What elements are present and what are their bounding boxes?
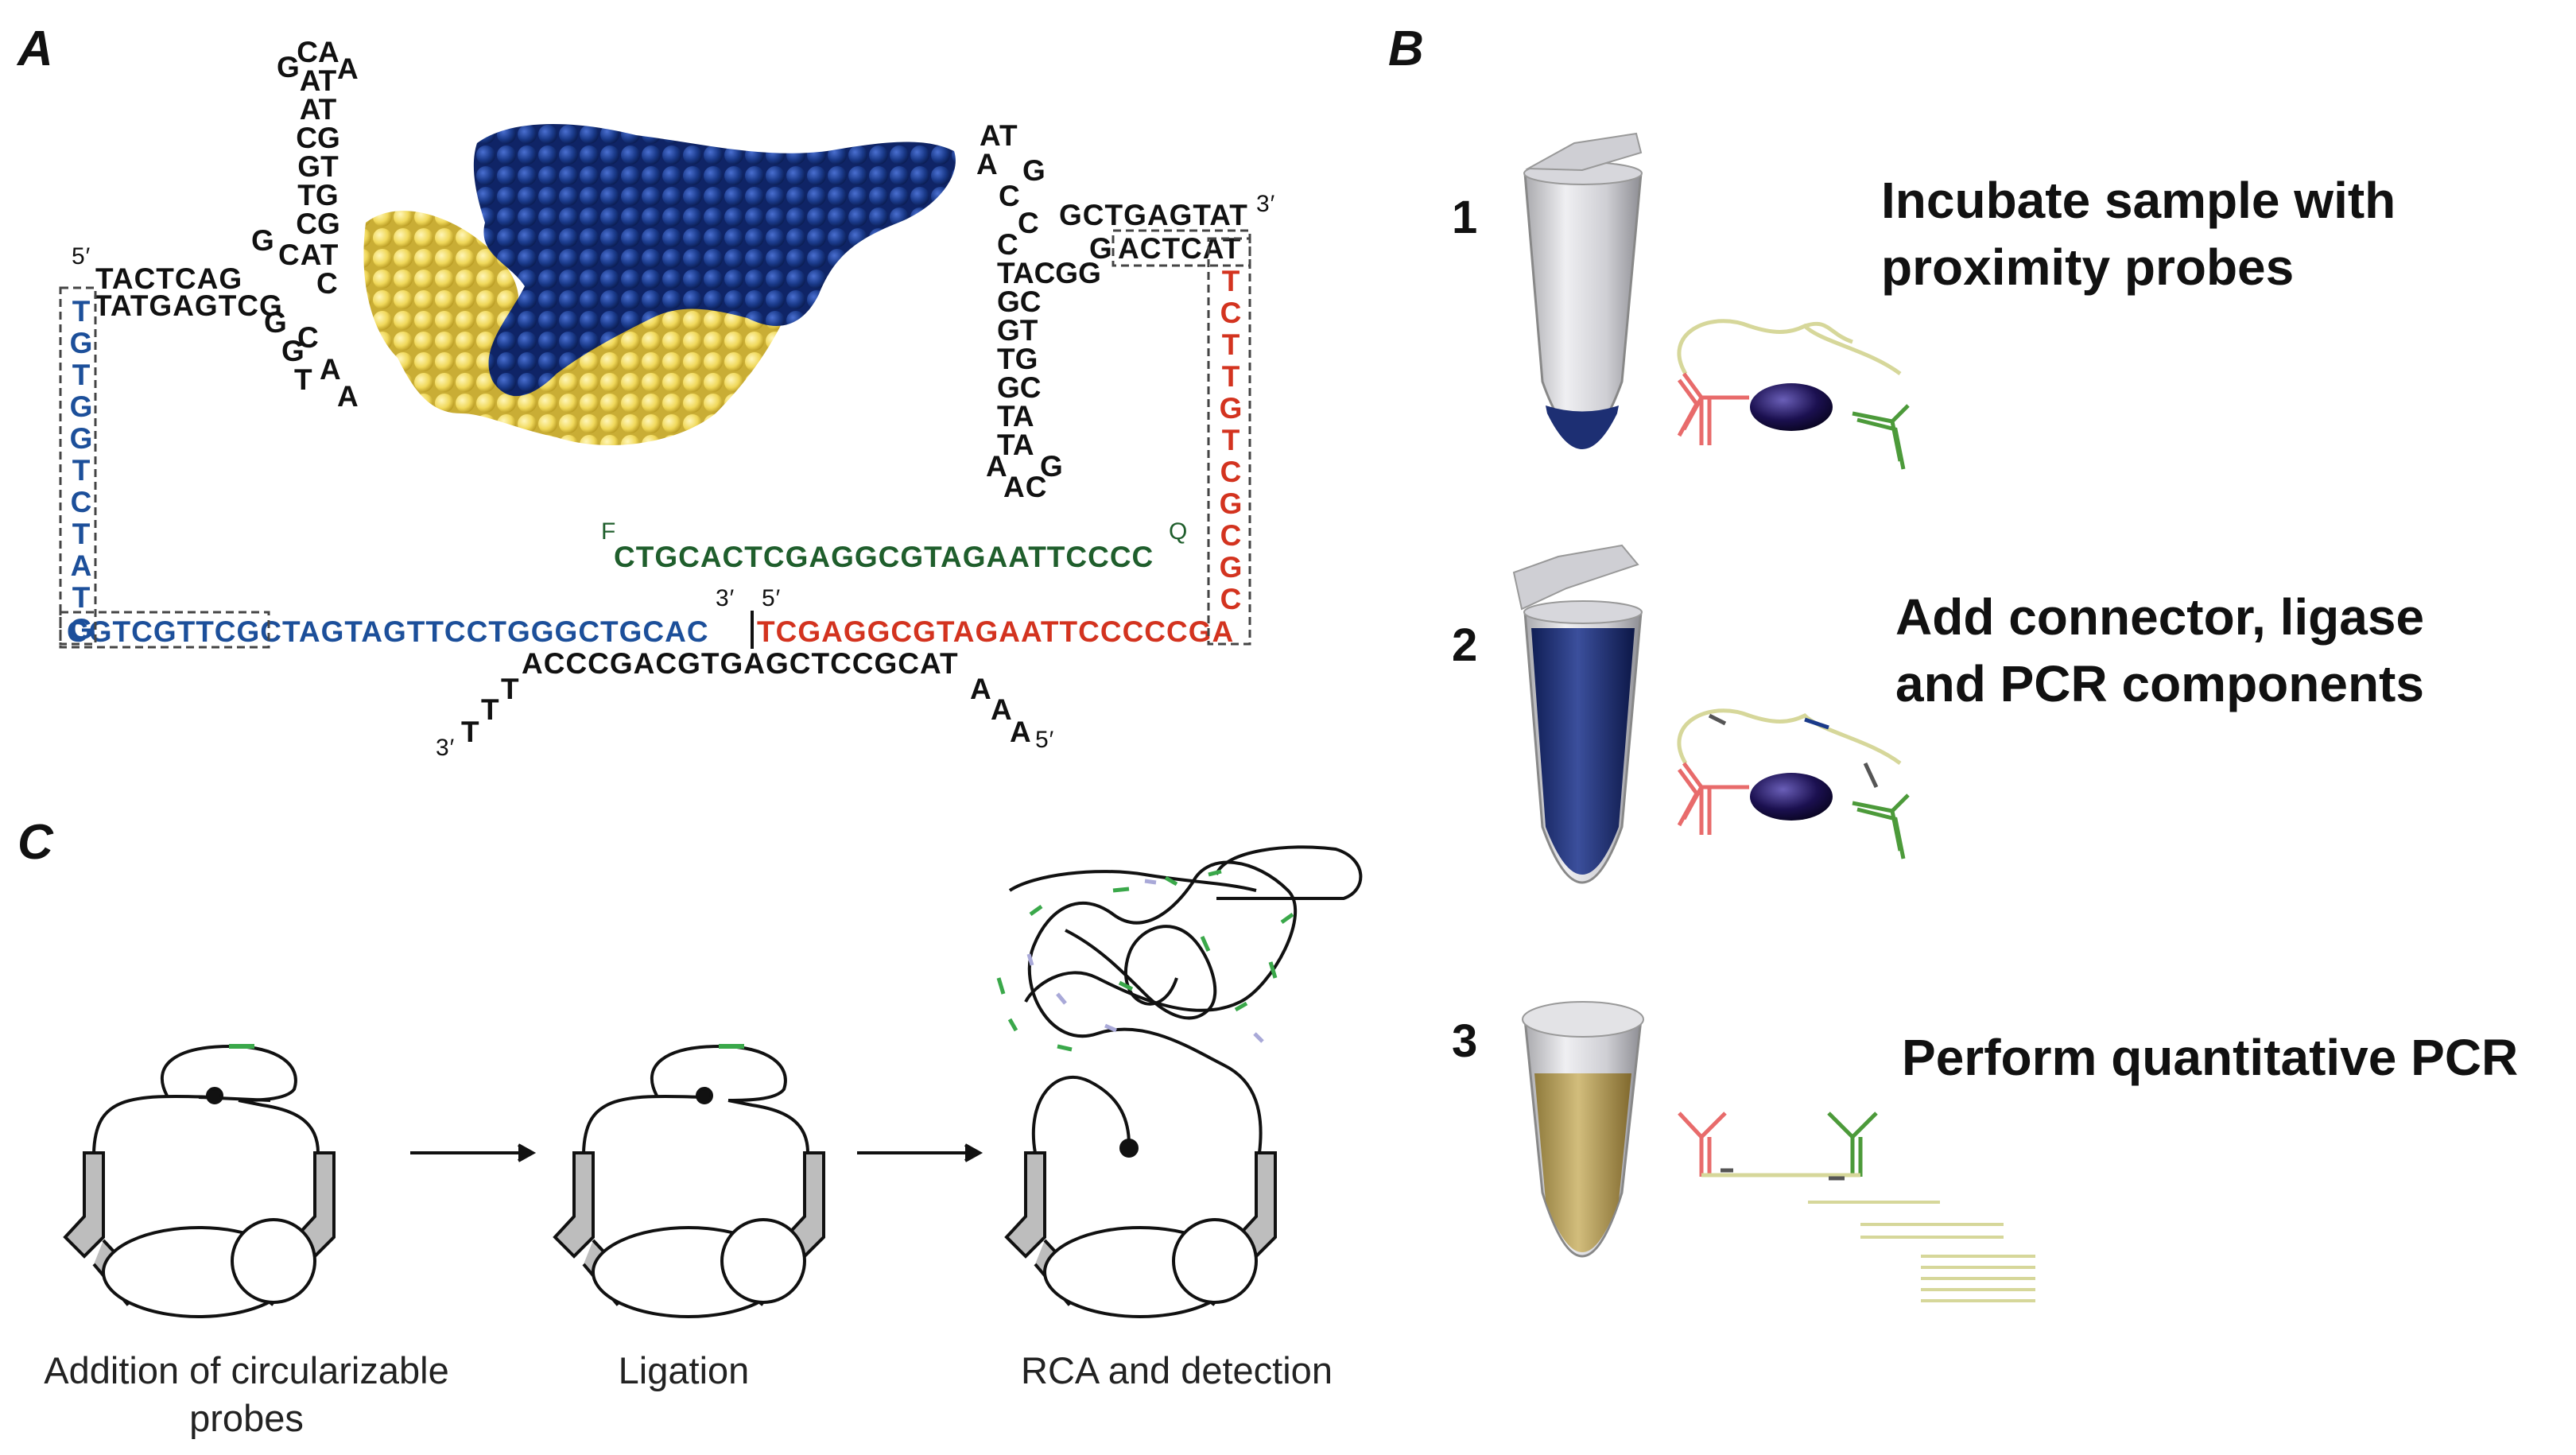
stage-2-label-line1: Ligation <box>618 1349 750 1391</box>
step-3-line1: Perform quantitative PCR <box>1902 1029 2519 1086</box>
step-1-line2: proximity probes <box>1881 239 2295 296</box>
seq-char: CA <box>297 36 339 68</box>
left-tail-c: C <box>297 321 320 354</box>
seq-char: GC <box>997 285 1042 318</box>
lower-3prime-tail-t1: T <box>501 673 520 705</box>
tube-1 <box>1523 132 1643 449</box>
right-3prime: 3′ <box>1256 191 1276 217</box>
stage-2-label: Ligation <box>588 1347 779 1395</box>
step-1-text: Incubate sample with proximity probes <box>1881 167 2396 301</box>
tube-3 <box>1522 1001 1644 1258</box>
seq-char: GC <box>997 371 1042 404</box>
seq-char: AT <box>299 64 337 97</box>
left-second-row: TATGAGTCG <box>94 289 283 322</box>
left-inner-c: C <box>316 267 339 300</box>
stage-2-complex <box>553 1044 825 1318</box>
panel-label-b: B <box>1388 21 1424 76</box>
seq-char: T <box>294 363 312 396</box>
seq-char: AT <box>299 93 337 126</box>
seq-char: TACGG <box>997 257 1101 289</box>
right-c2: C <box>1018 207 1040 239</box>
right-top-at: AT <box>980 119 1018 152</box>
left-stem-g2: G <box>251 224 275 257</box>
panel-label-a: A <box>17 21 53 76</box>
left-tail: G G T <box>253 308 348 394</box>
right-top-g: G <box>1022 154 1046 187</box>
panel-label-c: C <box>17 815 53 870</box>
arrow-2-head <box>964 1143 983 1162</box>
junction-5prime: 5′ <box>762 585 782 611</box>
step-2-text: Add connector, ligase and PCR components <box>1895 584 2424 717</box>
right-loop-g: G <box>1040 450 1064 483</box>
stage-3-label: RCA and detection <box>986 1347 1368 1395</box>
right-g: G <box>1089 232 1113 265</box>
left-stem-top: CA AT AT CG GT TG CG <box>262 36 374 240</box>
bottom-red-seq: TCGAGGCGTAGAATTCCCCCGA <box>757 615 1235 648</box>
step-3-text: Perform quantitative PCR <box>1902 1024 2518 1091</box>
tube-2 <box>1512 544 1643 884</box>
step-1-line1: Incubate sample with <box>1881 172 2396 229</box>
green-probe-seq: CTGCACTCGAGGCGTAGAATTCCCC <box>614 541 1154 573</box>
step-2-line1: Add connector, ligase <box>1895 588 2425 646</box>
right-row: GCTGAGTAT <box>1059 199 1248 231</box>
seq-char: TA <box>997 429 1034 461</box>
seq-char: GT <box>997 314 1038 347</box>
seq-char: TG <box>997 343 1038 375</box>
lower-3prime-label: 3′ <box>436 735 456 761</box>
lower-3prime-tail-t2: T <box>481 693 500 726</box>
seq-char: TA <box>997 400 1034 433</box>
left-tail-a: A <box>320 353 342 386</box>
junction-3prime: 3′ <box>716 585 735 611</box>
seq-char: G <box>281 335 305 367</box>
probe-complex-2 <box>1677 708 1910 859</box>
left-stem-cat: CAT <box>278 239 339 271</box>
step-2-line2: and PCR components <box>1895 655 2424 712</box>
left-stem-g: G <box>277 51 301 83</box>
green-probe-f: F <box>601 518 617 545</box>
seq-char: GT <box>297 150 339 183</box>
lower-5prime-tail-a2: A <box>991 693 1013 726</box>
lower-3prime-tail-t3: T <box>461 716 480 748</box>
step-3-number: 3 <box>1452 1015 1478 1067</box>
stage-1-label-line2: probes <box>189 1397 304 1439</box>
lower-5prime-tail-a3: A <box>1010 716 1032 748</box>
probe-complex-1 <box>1677 319 1910 470</box>
stage-1-complex <box>63 1044 336 1318</box>
left-stem-a: A <box>337 52 359 85</box>
left-top-row: TACTCAG <box>95 262 243 295</box>
right-stem: C TACGG GC GT TG GC TA TA <box>997 228 1101 461</box>
stage-3-complex <box>996 845 1363 1318</box>
seq-char: G <box>264 306 287 339</box>
step-1-number: 1 <box>1452 192 1478 243</box>
lower-5prime-tail-a1: A <box>970 673 992 705</box>
green-probe-q: Q <box>1169 518 1189 545</box>
lower-black-seq: ACCCGACGTGAGCTCCGCAT <box>522 647 959 680</box>
arrow-1-head <box>518 1143 537 1162</box>
stage-1-label-line1: Addition of circularizable <box>44 1349 449 1391</box>
right-loop-ac: AC <box>1003 471 1048 503</box>
lower-5prime-label: 5′ <box>1035 727 1055 753</box>
seq-char: CG <box>296 208 340 240</box>
seq-char: TG <box>297 179 339 211</box>
stage-1-label: Addition of circularizable probes <box>16 1347 477 1442</box>
pcr-products <box>1678 1112 2035 1302</box>
seq-char: CG <box>296 122 340 154</box>
stage-3-label-line1: RCA and detection <box>1021 1349 1333 1391</box>
left-5prime: 5′ <box>72 243 91 270</box>
seq-char: C <box>997 228 1018 261</box>
right-loop-a: A <box>986 450 1008 483</box>
right-c1: C <box>999 180 1021 212</box>
step-2-number: 2 <box>1452 619 1478 671</box>
right-top-a: A <box>976 148 999 180</box>
left-tail-a2: A <box>337 380 359 413</box>
